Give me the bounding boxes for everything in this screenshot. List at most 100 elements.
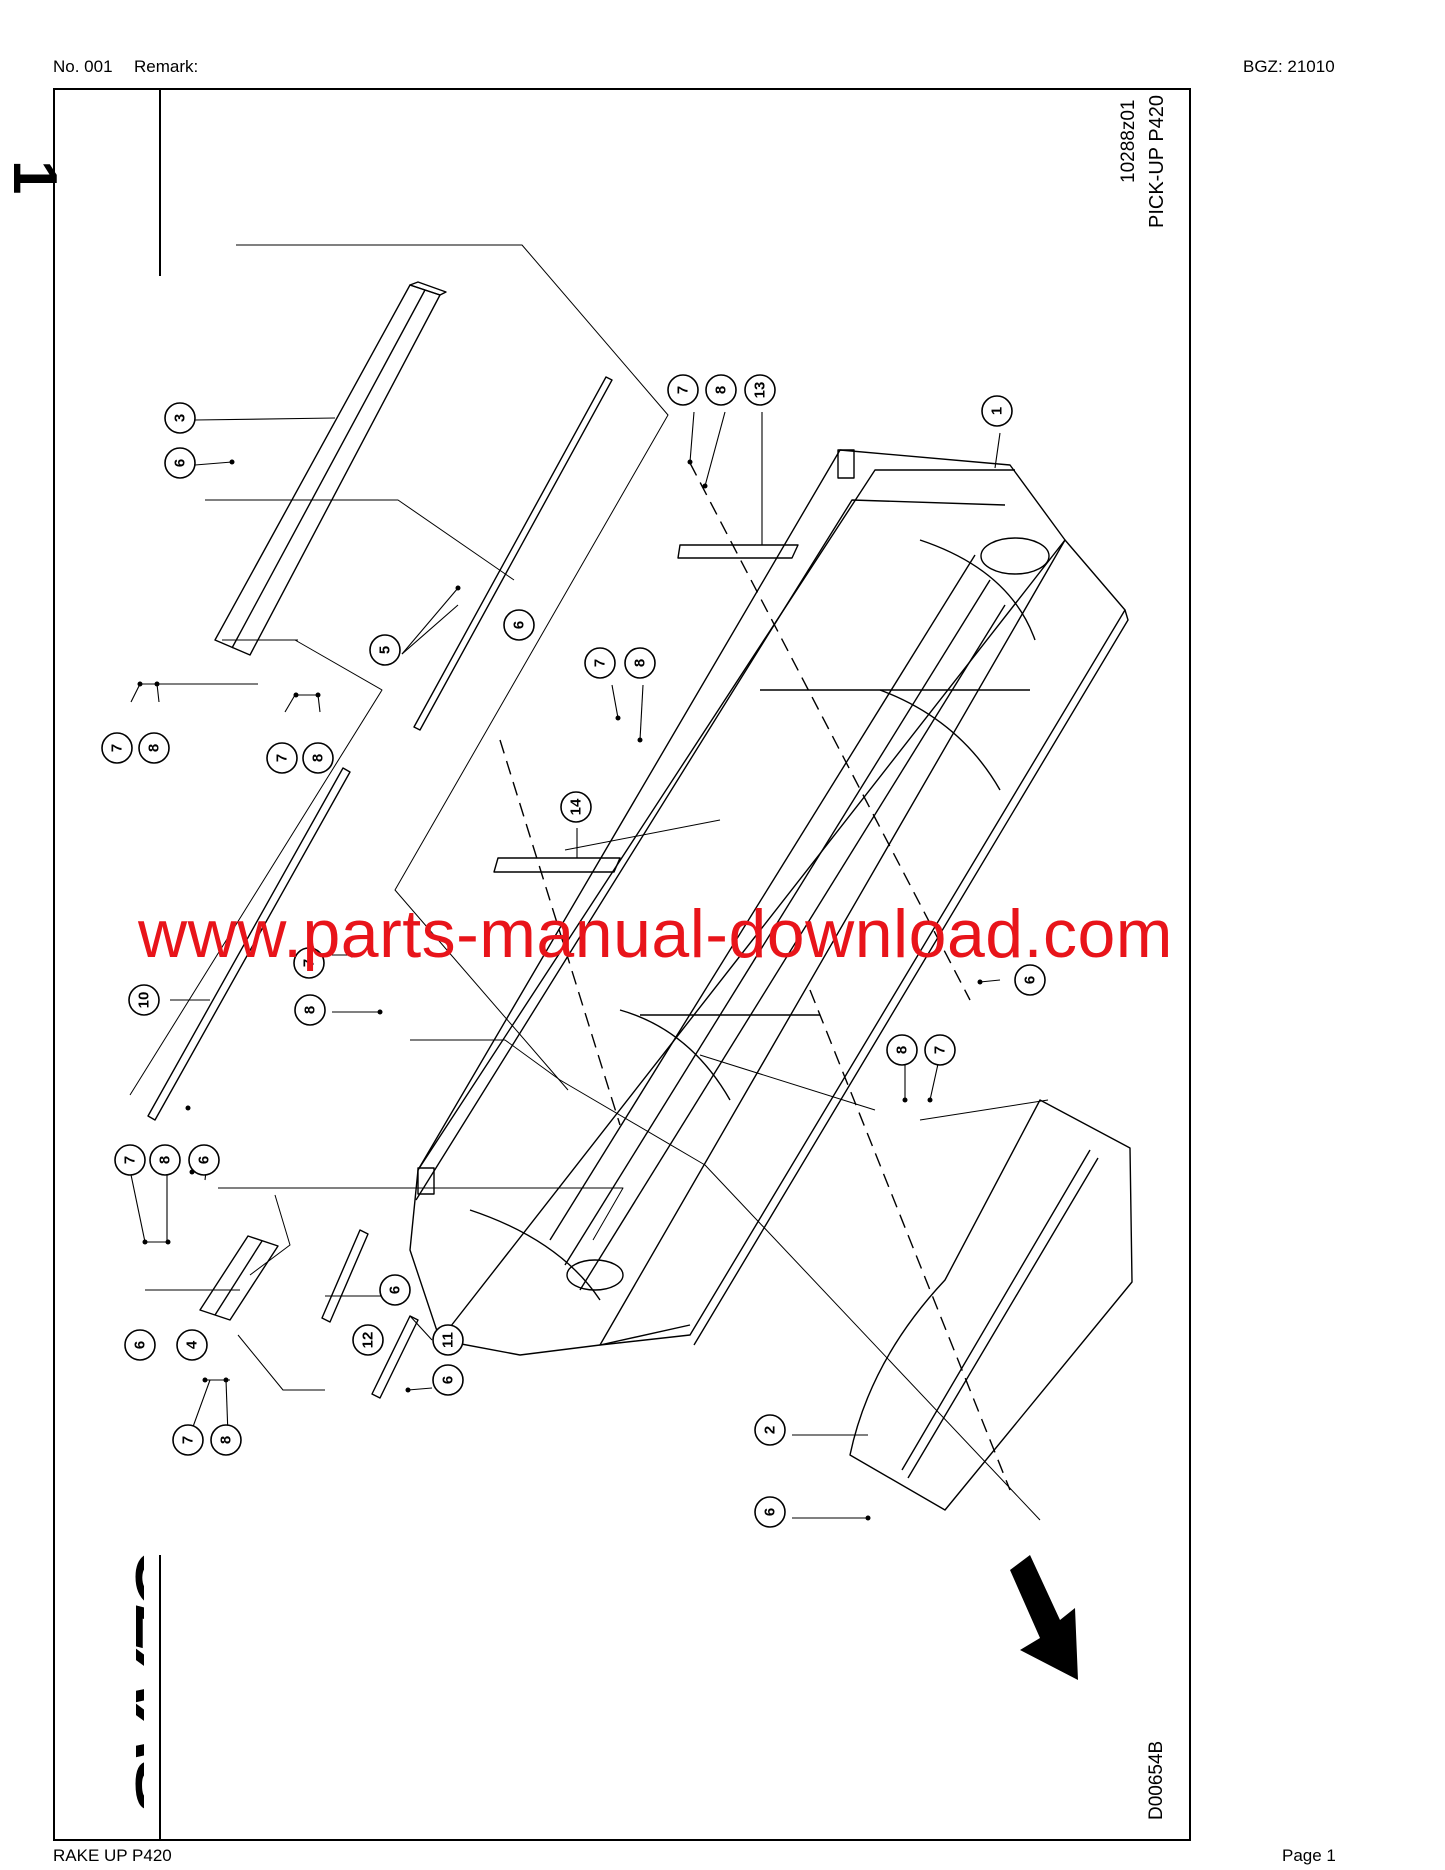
callout-balloon (503, 609, 535, 641)
callout-6: 6 (1014, 964, 1046, 996)
callout-3: 3 (164, 402, 196, 434)
callout-6: 6 (188, 1144, 220, 1176)
callout-6: 6 (164, 447, 196, 479)
callout-label: 7 (301, 959, 318, 967)
callout-7: 7 (924, 1034, 956, 1066)
callout-label: 12 (360, 1332, 377, 1349)
callout-14: 14 (560, 791, 592, 823)
part-12-strip (321, 1229, 369, 1323)
callout-7: 7 (584, 647, 616, 679)
callout-label: 7 (122, 1156, 139, 1164)
callout-balloon (149, 1144, 181, 1176)
callout-6: 6 (432, 1364, 464, 1396)
callout-balloon (369, 634, 401, 666)
callout-label: 7 (675, 386, 692, 394)
callout-balloon (101, 732, 133, 764)
callout-7: 7 (101, 732, 133, 764)
callout-balloon (294, 994, 326, 1026)
claas-logo: CLAAS (123, 1549, 144, 1814)
callout-label: 10 (136, 992, 153, 1009)
callout-balloon (754, 1496, 786, 1528)
callout-balloon (266, 742, 298, 774)
callout-7: 7 (266, 742, 298, 774)
callout-label: 5 (377, 646, 394, 654)
callout-balloon (164, 402, 196, 434)
callout-balloon (172, 1424, 204, 1456)
callout-label: 8 (713, 386, 730, 394)
model-label: RAKE UP P420 (53, 1846, 172, 1865)
callout-label: 8 (632, 659, 649, 667)
part-5-strip (413, 376, 613, 731)
callout-label: 6 (172, 459, 189, 467)
callout-7: 7 (293, 947, 325, 979)
callout-label: 8 (302, 1006, 319, 1014)
callout-balloon (379, 1274, 411, 1306)
fastener-dots (137, 459, 983, 1521)
callout-8: 8 (886, 1034, 918, 1066)
callout-12: 12 (352, 1324, 384, 1356)
part-4-bracket (199, 1235, 279, 1321)
callout-1: 1 (981, 395, 1013, 427)
watermark: www.parts-manual-download.com (138, 896, 1173, 972)
callout-10: 10 (128, 984, 160, 1016)
alignment-dashes (499, 462, 1011, 1491)
callout-label: 8 (894, 1046, 911, 1054)
callout-label: 6 (387, 1286, 404, 1294)
part-13-plate (677, 544, 799, 559)
part-2-cover (849, 1099, 1133, 1511)
callout-label: 6 (1022, 976, 1039, 984)
callout-balloon (293, 947, 325, 979)
callout-7: 7 (172, 1424, 204, 1456)
callout-label: 8 (146, 744, 163, 752)
callout-balloon (705, 374, 737, 406)
callout-label: 7 (932, 1046, 949, 1054)
callout-label: 6 (132, 1341, 149, 1349)
callout-2: 2 (754, 1414, 786, 1446)
remark-label: Remark: (134, 57, 199, 76)
callout-balloon (138, 732, 170, 764)
callout-label: 1 (989, 407, 1006, 415)
callout-balloon (124, 1329, 156, 1361)
callout-balloon (744, 374, 776, 406)
callout-balloon (432, 1324, 464, 1356)
callout-balloon (352, 1324, 384, 1356)
callout-6: 6 (754, 1496, 786, 1528)
callout-label: 6 (196, 1156, 213, 1164)
part-14-plate (493, 857, 621, 873)
callout-balloon (432, 1364, 464, 1396)
callout-8: 8 (294, 994, 326, 1026)
callout-balloon (754, 1414, 786, 1446)
callout-7: 7 (114, 1144, 146, 1176)
callout-label: 7 (274, 754, 291, 762)
callout-8: 8 (302, 742, 334, 774)
part-3-rail (214, 281, 447, 656)
callout-5: 5 (369, 634, 401, 666)
guide-lines (129, 244, 1049, 1521)
callout-8: 8 (705, 374, 737, 406)
callout-balloon (560, 791, 592, 823)
callout-label: 6 (440, 1376, 457, 1384)
callout-13: 13 (744, 374, 776, 406)
callout-label: 6 (762, 1508, 779, 1516)
callout-8: 8 (210, 1424, 242, 1456)
callout-7: 7 (667, 374, 699, 406)
claas-logo-text: CLAAS (123, 1549, 144, 1814)
drawing-frame (53, 88, 1191, 1841)
callout-label: 13 (752, 382, 769, 399)
bgz-code: BGZ: 21010 (1243, 57, 1335, 76)
callout-8: 8 (149, 1144, 181, 1176)
callout-balloon (164, 447, 196, 479)
part-11-strip (371, 1315, 419, 1399)
page-number: Page 1 (1282, 1846, 1336, 1865)
callout-8: 8 (624, 647, 656, 679)
callout-balloon (128, 984, 160, 1016)
callout-6: 6 (124, 1329, 156, 1361)
callout-balloon (114, 1144, 146, 1176)
callout-balloon (981, 395, 1013, 427)
callout-label: 14 (568, 798, 585, 815)
callout-4: 4 (176, 1329, 208, 1361)
callout-balloon (924, 1034, 956, 1066)
callout-label: 6 (511, 621, 528, 629)
